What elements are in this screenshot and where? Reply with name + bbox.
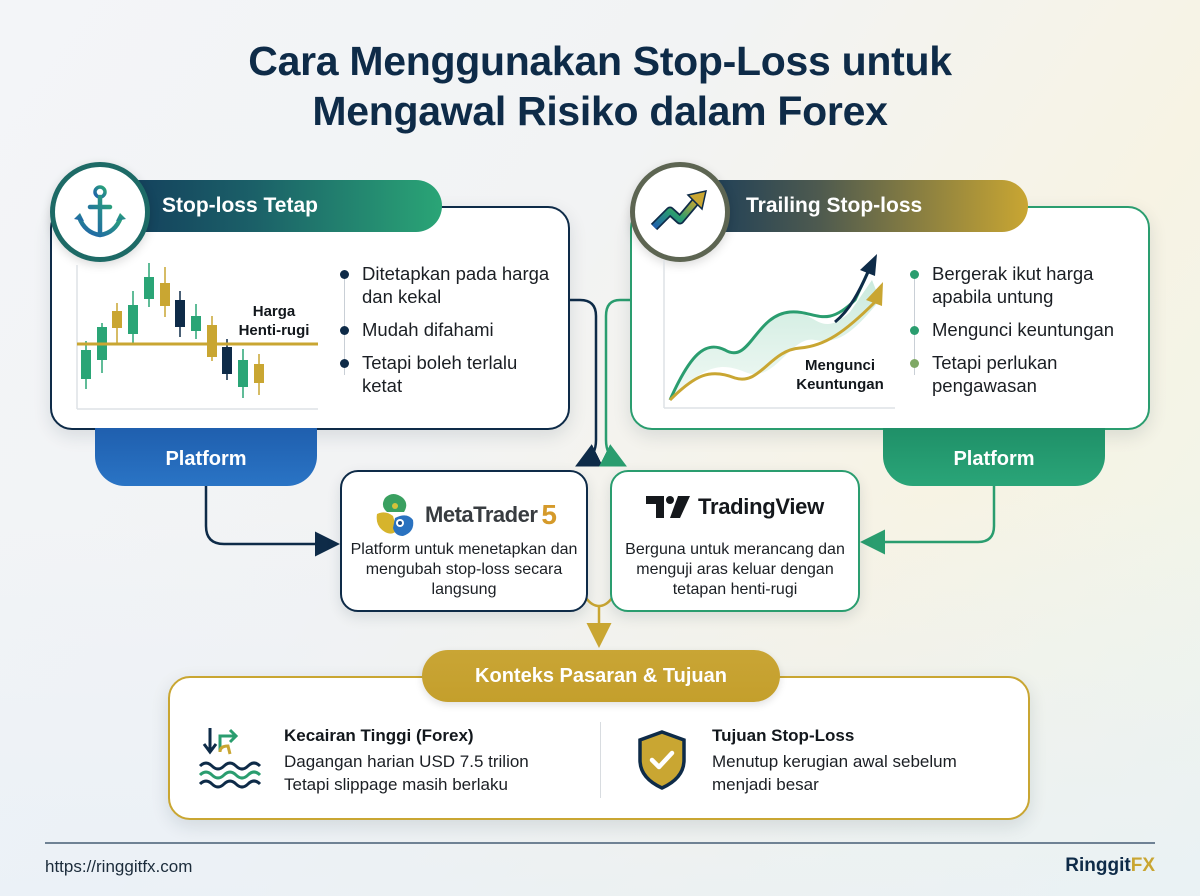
bullet-item: Mudah difahami xyxy=(340,318,560,341)
bullet-item: Tetapi boleh terlalu ketat xyxy=(340,351,560,397)
page-title: Cara Menggunakan Stop-Loss untuk Mengawa… xyxy=(0,36,1200,136)
shield-check-icon xyxy=(638,730,686,790)
trailing-stop-loss-icon-badge xyxy=(630,162,730,262)
fixed-stop-loss-title: Stop-loss Tetap xyxy=(162,194,318,217)
bullet-text: Bergerak ikut harga apabila untung xyxy=(932,263,1094,307)
lock-profit-label-line1: Mengunci xyxy=(805,357,875,374)
bullet-connector-line xyxy=(914,275,915,375)
bullet-item: Ditetapkan pada harga dan kekal xyxy=(340,262,560,308)
purpose-text-line2: menjadi besar xyxy=(712,775,819,794)
metatrader-version: 5 xyxy=(541,499,557,530)
brand-logo: RinggitFX xyxy=(1065,855,1155,877)
metatrader-icon xyxy=(376,494,414,536)
bullet-text: Tetapi boleh terlalu ketat xyxy=(362,352,518,396)
bullet-dot-icon xyxy=(910,359,919,368)
lock-profit-label-line2: Keuntungan xyxy=(796,376,884,393)
title-line-1: Cara Menggunakan Stop-Loss untuk xyxy=(248,38,952,84)
tradingview-description: Berguna untuk merancang dan menguji aras… xyxy=(625,541,845,598)
platform-label: Platform xyxy=(165,447,247,470)
bullet-text: Tetapi perlukan pengawasan xyxy=(932,352,1058,396)
platform-tab-right: Platform xyxy=(883,428,1105,486)
liquidity-text-line2: Tetapi slippage masih berlaku xyxy=(284,775,508,794)
stop-loss-price-label: Harga Henti-rugi xyxy=(228,302,320,340)
platform-tab-left: Platform xyxy=(95,428,317,486)
market-context-title: Konteks Pasaran & Tujuan xyxy=(475,664,727,687)
stop-loss-price-label-line2: Henti-rugi xyxy=(238,322,310,339)
brand-accent: FX xyxy=(1130,855,1155,876)
purpose-title: Tujuan Stop-Loss xyxy=(712,726,855,745)
bullet-text: Mengunci keuntungan xyxy=(932,319,1115,340)
context-divider xyxy=(600,722,601,798)
liquidity-waves-icon xyxy=(198,728,262,789)
bullet-dot-icon xyxy=(910,270,919,279)
footer-divider xyxy=(45,842,1155,844)
stop-loss-price-label-line1: Harga xyxy=(252,303,296,320)
fixed-stop-loss-icon-badge xyxy=(50,162,150,262)
brand-main: Ringgit xyxy=(1065,855,1131,876)
purpose-text: Menutup kerugian awal sebelum menjadi be… xyxy=(712,750,957,796)
fixed-stop-loss-bullets: Ditetapkan pada harga dan kekal Mudah di… xyxy=(340,262,560,407)
market-context-header: Konteks Pasaran & Tujuan xyxy=(422,650,780,702)
title-line-2: Mengawal Risiko dalam Forex xyxy=(312,88,888,134)
bullet-item: Tetapi perlukan pengawasan xyxy=(910,351,1145,397)
trailing-stop-loss-title: Trailing Stop-loss xyxy=(746,194,923,217)
bullet-item: Bergerak ikut harga apabila untung xyxy=(910,262,1145,308)
metatrader-card: MetaTrader 5 Platform untuk menetapkan d… xyxy=(340,470,588,612)
trailing-stop-loss-header: Trailing Stop-loss xyxy=(680,180,1028,232)
metatrader-logo: MetaTrader 5 xyxy=(342,492,586,538)
fixed-stop-loss-header: Stop-loss Tetap xyxy=(100,180,442,232)
tradingview-logo: TradingView xyxy=(612,494,858,520)
liquidity-text: Dagangan harian USD 7.5 trilion Tetapi s… xyxy=(284,750,529,796)
bullet-dot-icon xyxy=(340,359,349,368)
lock-profit-label: Mengunci Keuntungan xyxy=(788,356,892,394)
trailing-stop-loss-bullets: Bergerak ikut harga apabila untung Mengu… xyxy=(910,262,1145,407)
bullet-text: Ditetapkan pada harga dan kekal xyxy=(362,263,550,307)
bullet-connector-line xyxy=(344,275,345,375)
liquidity-text-line1: Dagangan harian USD 7.5 trilion xyxy=(284,752,529,771)
tradingview-name: TradingView xyxy=(698,494,824,519)
trailing-stop-chart xyxy=(663,254,895,409)
bullet-text: Mudah difahami xyxy=(362,319,494,340)
trending-up-arrow-icon xyxy=(650,190,707,231)
liquidity-title: Kecairan Tinggi (Forex) xyxy=(284,726,474,745)
bullet-dot-icon xyxy=(910,326,919,335)
tradingview-icon xyxy=(646,496,691,518)
metatrader-description: Platform untuk menetapkan dan mengubah s… xyxy=(350,541,578,598)
platform-label: Platform xyxy=(953,447,1035,470)
anchor-icon xyxy=(74,185,126,238)
tradingview-card: TradingView Berguna untuk merancang dan … xyxy=(610,470,860,612)
candlestick-chart xyxy=(76,263,318,410)
footer-url-link[interactable]: https://ringgitfx.com xyxy=(45,857,193,876)
bullet-dot-icon xyxy=(340,326,349,335)
metatrader-name: MetaTrader xyxy=(425,502,538,527)
bullet-dot-icon xyxy=(340,270,349,279)
bullet-item: Mengunci keuntungan xyxy=(910,318,1145,341)
purpose-text-line1: Menutup kerugian awal sebelum xyxy=(712,752,957,771)
